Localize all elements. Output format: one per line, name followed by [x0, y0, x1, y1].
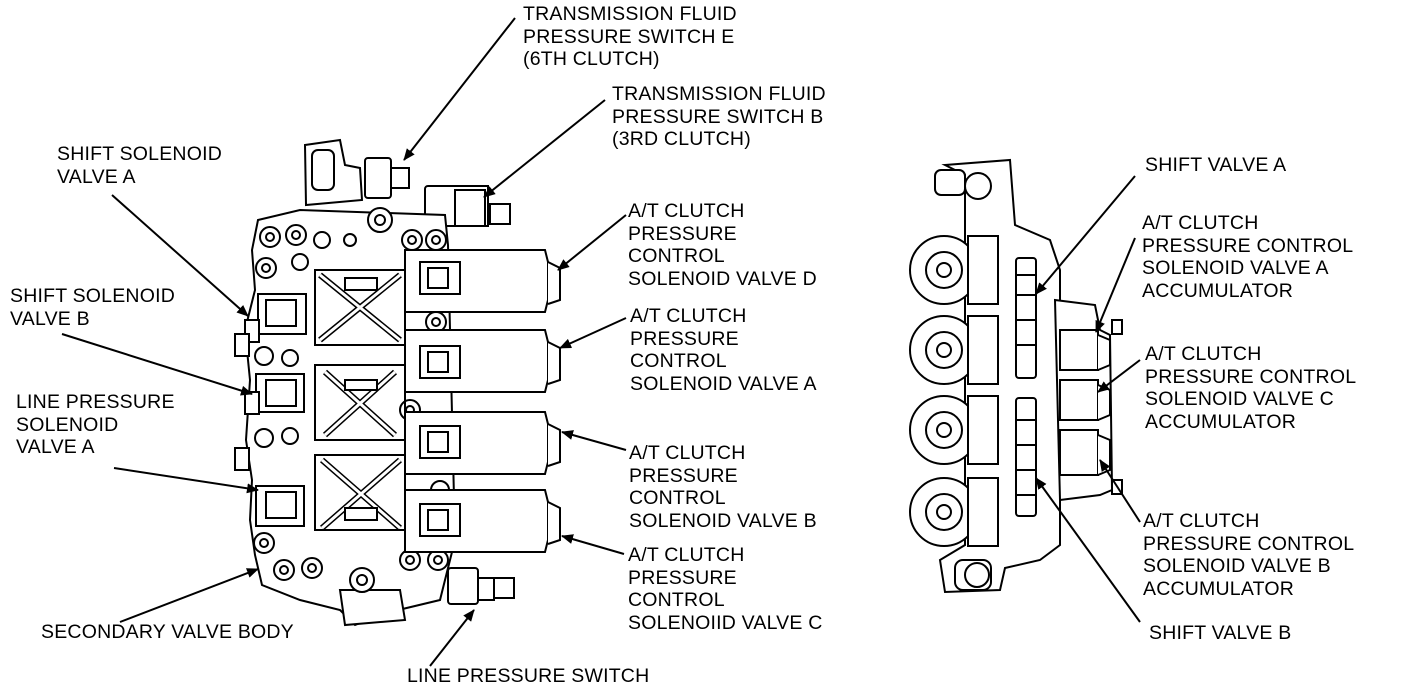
label-line-pressure-solenoid-a: LINE PRESSURE SOLENOID VALVE A — [16, 391, 175, 459]
label-line: PRESSURE — [629, 464, 738, 487]
label-line: SHIFT VALVE A — [1145, 154, 1287, 176]
label-line: SOLENOID VALVE A — [1142, 257, 1329, 279]
label-line: SOLENOID VALVE B — [1143, 555, 1331, 577]
label-line: SHIFT VALVE B — [1149, 622, 1292, 644]
label-accumulator-c: A/T CLUTCH PRESSURE CONTROL SOLENOID VAL… — [1145, 343, 1356, 433]
label-line: SHIFT SOLENOID — [57, 143, 222, 165]
label-line: PRESSURE — [630, 327, 739, 350]
label-line: A/T CLUTCH — [1142, 212, 1259, 234]
label-line: ACCUMULATOR — [1143, 577, 1294, 600]
label-secondary-valve-body: SECONDARY VALVE BODY — [41, 621, 294, 644]
label-clutch-solenoid-c: A/T CLUTCH PRESSURE CONTROL SOLENOIID VA… — [628, 544, 823, 634]
secondary-valve-body-drawing — [234, 138, 561, 627]
label-line: SOLENOID VALVE B — [629, 509, 817, 532]
label-line: PRESSURE CONTROL — [1143, 532, 1355, 555]
label-line: CONTROL — [630, 350, 727, 372]
label-line: PRESSURE SWITCH E — [523, 25, 735, 48]
label-line: A/T CLUTCH — [630, 305, 747, 327]
label-line: A/T CLUTCH — [628, 544, 745, 566]
label-line: TRANSMISSION FLUID — [523, 3, 737, 25]
label-clutch-solenoid-a: A/T CLUTCH PRESSURE CONTROL SOLENOID VAL… — [630, 305, 817, 395]
label-line: LINE PRESSURE SWITCH — [407, 665, 650, 687]
label-shift-solenoid-a: SHIFT SOLENOID VALVE A — [57, 143, 222, 188]
label-line: VALVE B — [10, 307, 90, 330]
label-pressure-switch-e: TRANSMISSION FLUID PRESSURE SWITCH E (6T… — [523, 3, 737, 71]
label-shift-solenoid-b: SHIFT SOLENOID VALVE B — [10, 285, 175, 330]
label-line: ACCUMULATOR — [1145, 410, 1296, 433]
label-line: ACCUMULATOR — [1142, 279, 1293, 302]
label-line: (3RD CLUTCH) — [612, 128, 751, 150]
label-line: SOLENOID VALVE A — [630, 372, 817, 395]
label-line: A/T CLUTCH — [1145, 343, 1262, 365]
label-line: SOLENOIID VALVE C — [628, 611, 823, 634]
label-line: SECONDARY VALVE BODY — [41, 621, 294, 643]
label-line-pressure-switch: LINE PRESSURE SWITCH — [407, 665, 649, 688]
label-line: CONTROL — [629, 487, 726, 509]
label-line: PRESSURE CONTROL — [1142, 234, 1354, 257]
label-clutch-solenoid-b: A/T CLUTCH PRESSURE CONTROL SOLENOID VAL… — [629, 442, 817, 532]
label-line: A/T CLUTCH — [629, 442, 746, 464]
label-line: SOLENOID — [16, 413, 119, 436]
label-line: LINE PRESSURE — [16, 391, 175, 413]
side-view-drawing — [909, 158, 1123, 594]
label-line: A/T CLUTCH — [628, 200, 745, 222]
label-line: TRANSMISSION FLUID — [612, 83, 826, 105]
label-line: SOLENOID VALVE C — [1145, 388, 1334, 410]
label-line: (6TH CLUTCH) — [523, 48, 660, 70]
label-line: VALVE A — [16, 436, 95, 458]
label-line: A/T CLUTCH — [1143, 510, 1260, 532]
label-line: PRESSURE — [628, 566, 737, 589]
label-clutch-solenoid-d: A/T CLUTCH PRESSURE CONTROL SOLENOID VAL… — [628, 200, 817, 290]
label-accumulator-b: A/T CLUTCH PRESSURE CONTROL SOLENOID VAL… — [1143, 510, 1354, 600]
label-shift-valve-a: SHIFT VALVE A — [1145, 154, 1286, 177]
label-pressure-switch-b: TRANSMISSION FLUID PRESSURE SWITCH B (3R… — [612, 83, 826, 151]
label-line: PRESSURE SWITCH B — [612, 105, 824, 128]
label-line: PRESSURE — [628, 222, 737, 245]
label-line: VALVE A — [57, 165, 136, 188]
label-line: PRESSURE CONTROL — [1145, 365, 1357, 388]
label-line: SOLENOID VALVE D — [628, 267, 817, 290]
label-accumulator-a: A/T CLUTCH PRESSURE CONTROL SOLENOID VAL… — [1142, 212, 1353, 302]
label-shift-valve-b: SHIFT VALVE B — [1149, 622, 1291, 645]
leader-lines — [61, 17, 1141, 667]
label-line: CONTROL — [628, 245, 725, 267]
label-line: CONTROL — [628, 589, 725, 611]
label-line: SHIFT SOLENOID — [10, 285, 175, 307]
